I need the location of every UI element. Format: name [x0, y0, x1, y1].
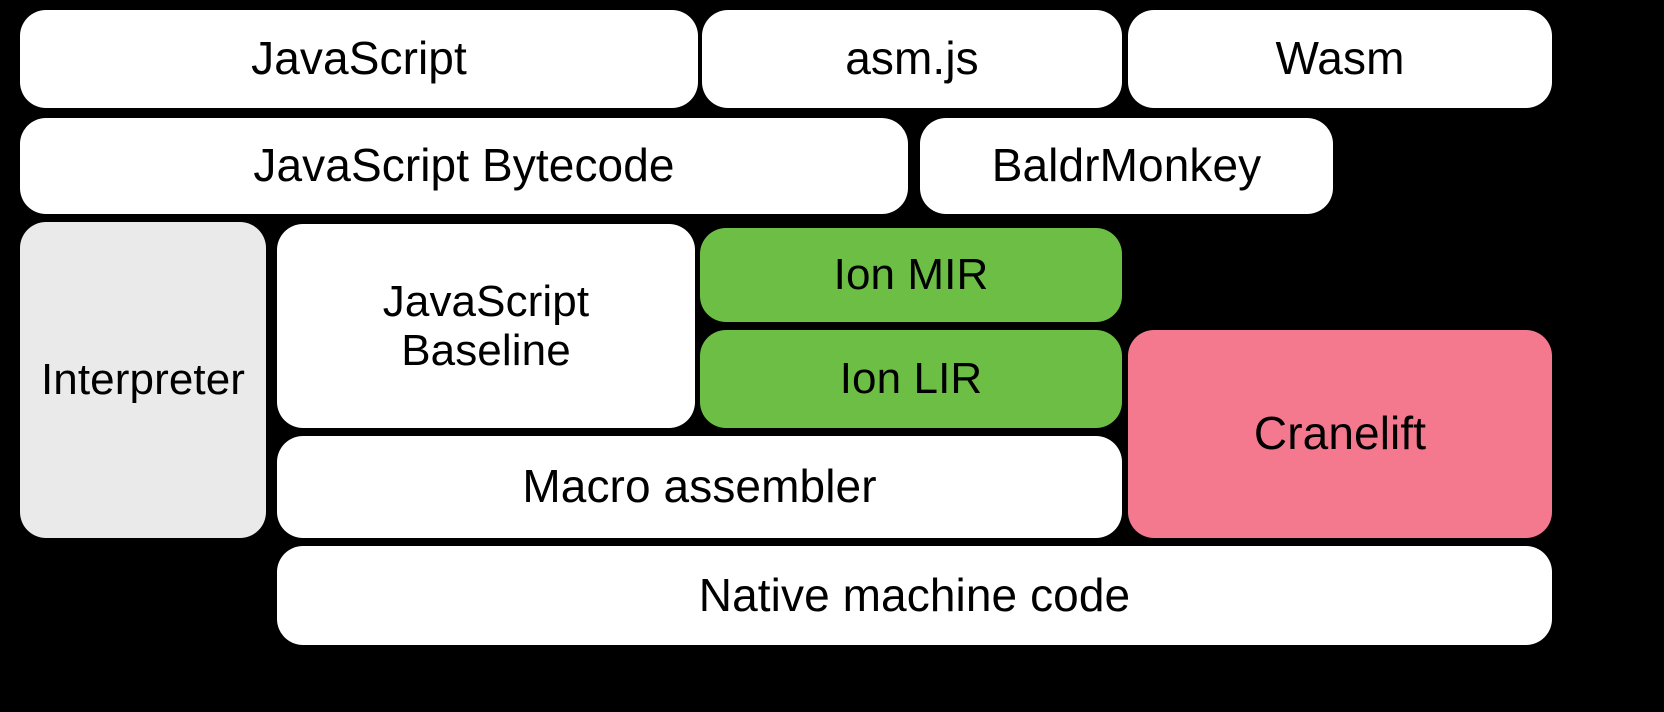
node-asmjs: asm.js — [702, 10, 1122, 108]
node-macro-assembler: Macro assembler — [277, 436, 1122, 538]
node-js-baseline: JavaScript Baseline — [277, 224, 695, 428]
node-cranelift: Cranelift — [1128, 330, 1552, 538]
node-baldrmonkey: BaldrMonkey — [920, 118, 1333, 214]
node-native-machine-code: Native machine code — [277, 546, 1552, 645]
node-javascript: JavaScript — [20, 10, 698, 108]
node-ion-mir: Ion MIR — [700, 228, 1122, 322]
node-ion-lir: Ion LIR — [700, 330, 1122, 428]
node-wasm: Wasm — [1128, 10, 1552, 108]
node-interpreter: Interpreter — [20, 222, 266, 538]
node-js-bytecode: JavaScript Bytecode — [20, 118, 908, 214]
